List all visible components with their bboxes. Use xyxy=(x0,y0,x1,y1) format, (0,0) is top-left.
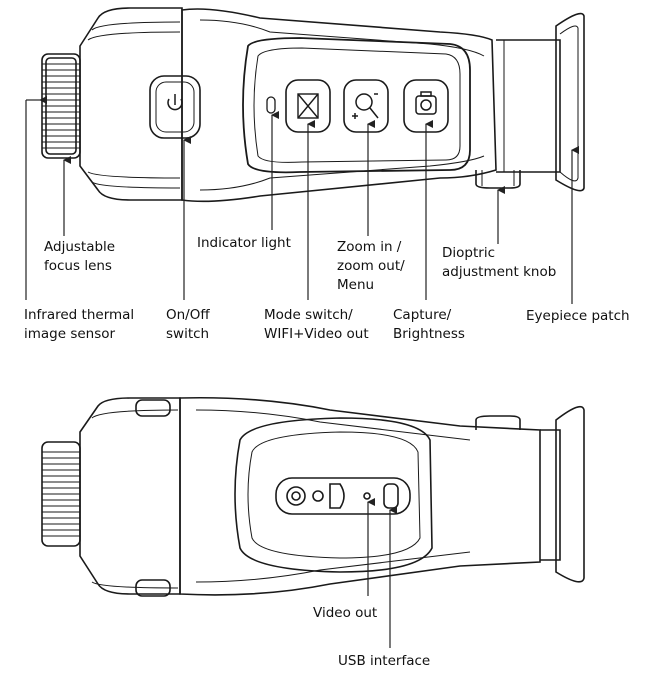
camera-icon xyxy=(415,91,437,115)
label-zoom: Zoom in / zoom out/ Menu xyxy=(337,239,405,293)
top-device xyxy=(41,7,585,203)
label-capture: Capture/ Brightness xyxy=(393,307,465,342)
label-thermal-sensor: Infrared thermal image sensor xyxy=(24,307,135,342)
label-dioptric-knob: Dioptric adjustment knob xyxy=(442,245,557,280)
focus-lens-ring xyxy=(41,53,81,159)
label-mode-switch: Mode switch/ WIFI+Video out xyxy=(264,307,369,342)
mode-icon xyxy=(297,93,319,119)
bottom-device xyxy=(41,396,585,597)
label-video-out: Video out xyxy=(313,605,378,621)
callout-lines xyxy=(25,96,579,648)
label-usb-interface: USB interface xyxy=(338,653,431,669)
label-focus-lens: Adjustable focus lens xyxy=(44,239,116,274)
power-icon xyxy=(167,94,183,111)
label-indicator-light: Indicator light xyxy=(197,235,291,251)
zoom-icon xyxy=(352,93,379,119)
label-eyepiece: Eyepiece patch xyxy=(526,308,630,324)
label-onoff-switch: On/Off switch xyxy=(166,307,210,342)
